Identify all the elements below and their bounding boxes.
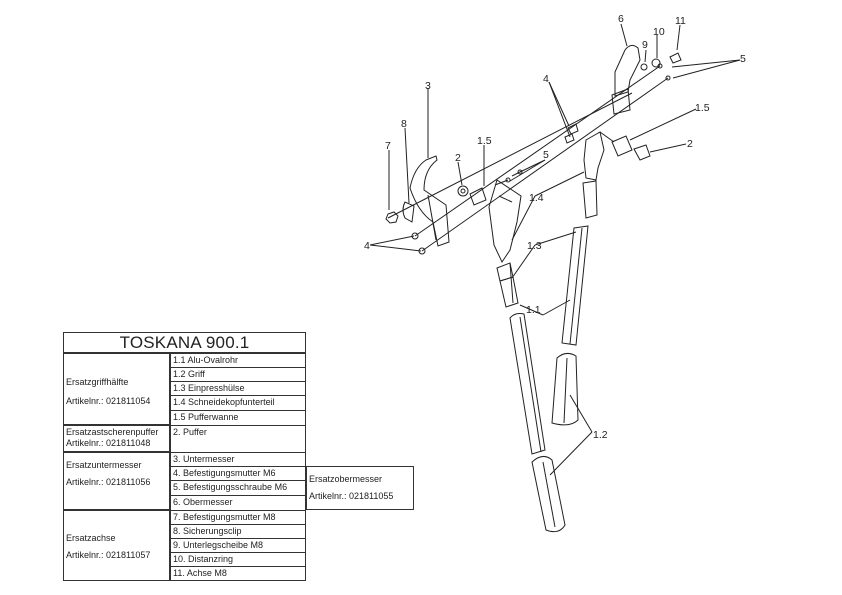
- spacer-ring-part: [651, 58, 661, 68]
- axis-line: [414, 65, 661, 237]
- callout-4-lower: 4: [364, 240, 370, 252]
- nut-m8-part: [385, 211, 399, 224]
- callout-5-upper: 5: [740, 53, 746, 65]
- callout-6: 6: [618, 13, 624, 25]
- callout-1-4: 1.4: [529, 192, 544, 204]
- part-row-4: 4. Befestigungsmutter M6: [170, 466, 306, 481]
- insert-sleeve-part: [499, 276, 519, 308]
- part-row-7: 7. Befestigungsmutter M8: [170, 510, 306, 525]
- callout-3: 3: [425, 80, 431, 92]
- group-article: Artikelnr.: 021811048: [66, 438, 151, 448]
- part-row-5: 5. Befestigungsschraube M6: [170, 480, 306, 496]
- washer-m8-part: [640, 63, 648, 71]
- part-row-6: 6. Obermesser: [170, 495, 306, 511]
- group-cell-puffer: Ersatzastscherenpuffer Artikelnr.: 02181…: [63, 425, 170, 452]
- callout-1-2: 1.2: [593, 429, 608, 441]
- part-row-8: 8. Sicherungsclip: [170, 524, 306, 539]
- callout-11: 11: [675, 15, 686, 27]
- group-name: Ersatzachse: [66, 533, 116, 543]
- axis-line: [421, 77, 669, 252]
- callout-1-5-upper: 1.5: [695, 102, 710, 114]
- callout-2-upper: 2: [687, 138, 693, 150]
- part-row-1-1: 1.1 Alu-Ovalrohr: [170, 353, 306, 368]
- bumper-tray-part: [611, 135, 633, 157]
- lower-blade-part: [409, 155, 450, 247]
- part-row-1-3: 1.3 Einpresshülse: [170, 381, 306, 396]
- handle-part: [531, 456, 566, 533]
- part-row-1-2: 1.2 Griff: [170, 367, 306, 382]
- callout-8: 8: [401, 118, 407, 130]
- group-name: Ersatzobermesser: [309, 474, 383, 484]
- alu-oval-tube-part: [509, 313, 546, 455]
- group-article: Artikelnr.: 021811056: [66, 477, 151, 487]
- axle-m8-part: [669, 52, 682, 64]
- callout-4-upper: 4: [543, 73, 549, 85]
- group-name: Ersatzastscherenpuffer: [66, 427, 159, 437]
- table-title: TOSKANA 900.1: [63, 332, 306, 353]
- part-row-1-4: 1.4 Schneidekopfunterteil: [170, 395, 306, 411]
- part-row-3: 3. Untermesser: [170, 452, 306, 467]
- group-article: Artikelnr.: 021811057: [66, 550, 151, 560]
- group-name: Ersatzuntermesser: [66, 460, 142, 470]
- group-cell-obermesser: Ersatzobermesser Artikelnr.: 021811055: [306, 466, 414, 510]
- group-cell-griffhaelfte: Ersatzgriffhälfte Artikelnr.: 021811054: [63, 353, 170, 425]
- upper-blade-part: [614, 44, 641, 97]
- cutting-head-right-part: [583, 131, 605, 181]
- axis-line: [387, 92, 633, 219]
- callout-10: 10: [653, 26, 665, 38]
- part-row-10: 10. Distanzring: [170, 552, 306, 567]
- group-article: Artikelnr.: 021811055: [309, 491, 394, 501]
- callout-1-5-lower: 1.5: [477, 135, 492, 147]
- group-cell-untermesser: Ersatzuntermesser Artikelnr.: 021811056: [63, 452, 170, 510]
- callout-5-lower: 5: [543, 149, 549, 161]
- group-article: Artikelnr.: 021811054: [66, 396, 151, 406]
- part-row-2: 2. Puffer: [170, 425, 306, 453]
- group-cell-achse: Ersatzachse Artikelnr.: 021811057: [63, 510, 170, 581]
- callout-9: 9: [642, 39, 648, 51]
- cutting-head-lower-part: [488, 179, 522, 264]
- part-row-9: 9. Unterlegscheibe M8: [170, 538, 306, 553]
- part-row-11: 11. Achse M8: [170, 566, 306, 581]
- callout-1-1: 1.1: [526, 304, 541, 316]
- callout-2-lower: 2: [455, 152, 461, 164]
- callout-1-3: 1.3: [527, 240, 542, 252]
- group-name: Ersatzgriffhälfte: [66, 377, 129, 387]
- callout-7: 7: [385, 140, 391, 152]
- part-row-1-5: 1.5 Pufferwanne: [170, 410, 306, 426]
- safety-clip-part: [402, 201, 415, 223]
- bumper-part: [633, 144, 651, 161]
